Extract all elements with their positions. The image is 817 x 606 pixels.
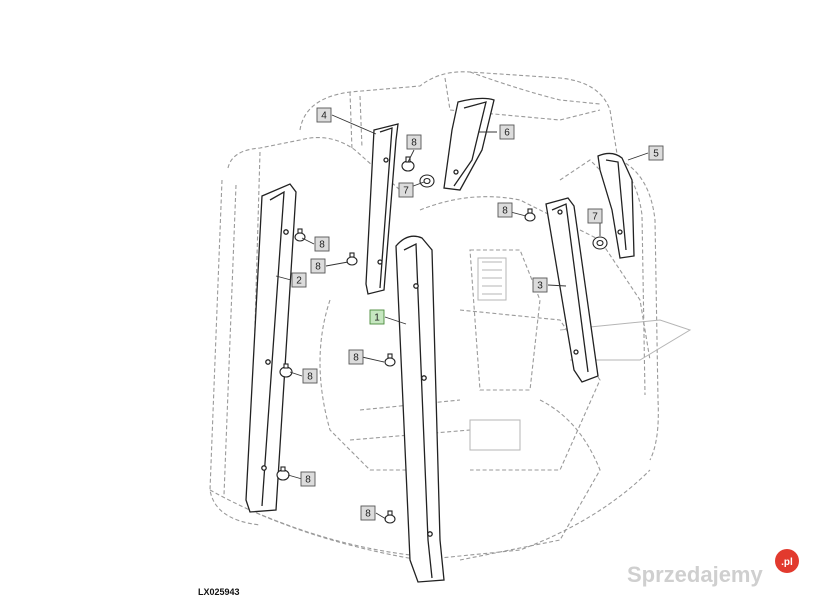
push-rivet	[384, 353, 396, 367]
leader-lines	[275, 114, 649, 520]
callout-7: 7	[587, 208, 603, 224]
push-rivet	[276, 466, 290, 481]
push-rivet	[346, 252, 358, 266]
watermark-badge-text: .pl	[781, 557, 793, 568]
cap-plug	[419, 174, 435, 188]
callout-1: 1	[369, 309, 385, 325]
callout-box	[314, 236, 330, 252]
callout-8: 8	[360, 505, 376, 521]
trim-part-1	[395, 235, 445, 583]
push-rivet	[384, 510, 396, 524]
callout-group: 4 6 5 8 7 8 7 8 8 2 3 1 8 8 8 8	[291, 107, 664, 521]
callout-5: 5	[648, 145, 664, 161]
trim-part-5	[597, 152, 635, 259]
callout-7: 7	[398, 182, 414, 198]
callout-label: 8	[319, 240, 325, 251]
callout-box	[648, 145, 664, 161]
callout-box	[348, 349, 364, 365]
callout-box	[316, 107, 332, 123]
callout-label: 8	[307, 372, 313, 383]
callout-label: 8	[305, 475, 311, 486]
trim-part-3	[545, 197, 599, 383]
push-rivet	[279, 363, 293, 378]
callout-box	[398, 182, 414, 198]
cab-interior	[469, 257, 692, 451]
callout-box	[497, 202, 513, 218]
watermark: Sprzedajemy .pl	[627, 549, 799, 587]
figure-reference: LX025943	[198, 587, 240, 597]
callout-8: 8	[497, 202, 513, 218]
callout-label: 6	[504, 128, 510, 139]
push-rivet	[401, 156, 415, 172]
callout-box	[302, 368, 318, 384]
callout-box	[300, 471, 316, 487]
callout-4: 4	[316, 107, 332, 123]
callout-box	[532, 277, 548, 293]
callout-label: 8	[365, 509, 371, 520]
watermark-text: Sprzedajemy	[627, 562, 763, 587]
callout-label: 8	[502, 206, 508, 217]
callout-label: 3	[537, 281, 543, 292]
callout-box	[369, 309, 385, 325]
callout-label: 7	[403, 186, 409, 197]
watermark-badge-icon	[775, 549, 799, 573]
callout-label: 5	[653, 149, 659, 160]
callout-label: 2	[296, 276, 302, 287]
callout-box	[310, 258, 326, 274]
callout-label: 8	[353, 353, 359, 364]
trim-part-2	[245, 183, 297, 513]
callout-8: 8	[406, 134, 422, 150]
cap-plug	[592, 236, 608, 250]
callout-8: 8	[300, 471, 316, 487]
callout-box	[360, 505, 376, 521]
callout-8: 8	[302, 368, 318, 384]
callout-box	[406, 134, 422, 150]
trim-part-4	[365, 123, 399, 295]
callout-8: 8	[348, 349, 364, 365]
callout-6: 6	[499, 124, 515, 140]
callout-box	[499, 124, 515, 140]
push-rivet	[294, 228, 306, 242]
callout-box	[587, 208, 603, 224]
callout-8: 8	[314, 236, 330, 252]
callout-label: 8	[315, 262, 321, 273]
callout-8: 8	[310, 258, 326, 274]
callout-label: 1	[374, 313, 380, 324]
trim-part-6	[443, 97, 495, 191]
callout-2: 2	[291, 272, 307, 288]
callout-label: 7	[592, 212, 598, 223]
callout-label: 8	[411, 138, 417, 149]
callout-3: 3	[532, 277, 548, 293]
push-rivet	[524, 208, 536, 222]
callout-box	[291, 272, 307, 288]
fastener-group	[276, 156, 608, 524]
callout-label: 4	[321, 111, 327, 122]
